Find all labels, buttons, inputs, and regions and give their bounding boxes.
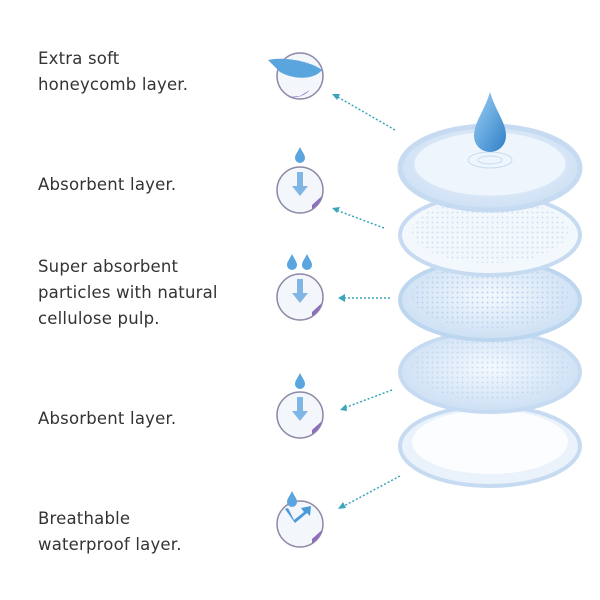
layer-label-absorbent-2: Absorbent layer. [38, 406, 176, 432]
label-line: honeycomb layer. [38, 75, 189, 94]
label-line: Super absorbent [38, 257, 179, 276]
layer-label-waterproof: Breathable waterproof layer. [38, 506, 182, 558]
label-line: cellulose pulp. [38, 309, 160, 328]
pad-absorbent-layer-1 [398, 193, 582, 277]
pad-honeycomb-layer [397, 123, 583, 213]
drop-deflect-icon [276, 491, 324, 548]
label-line: particles with natural [38, 283, 218, 302]
pointer-arrows [335, 95, 401, 508]
label-line: waterproof layer. [38, 535, 182, 554]
drop-arrow-icon [276, 147, 324, 214]
water-drop-icon [474, 92, 506, 152]
label-line: Absorbent layer. [38, 175, 177, 194]
pad-super-absorbent-layer [398, 258, 582, 342]
feather-icon [268, 52, 324, 100]
arrow-5 [341, 475, 401, 508]
label-line: Extra soft [38, 49, 120, 68]
arrow-4 [343, 389, 393, 409]
drop-arrow-icon [276, 373, 324, 439]
label-line: Breathable [38, 509, 131, 528]
layer-label-top: Extra soft honeycomb layer. [38, 46, 188, 98]
double-drop-arrow-icon [276, 254, 324, 321]
arrow-2 [335, 209, 385, 229]
pad-absorbent-layer-2 [398, 330, 582, 414]
layer-label-super-absorbent: Super absorbent particles with natural c… [38, 254, 218, 332]
arrow-1 [335, 95, 396, 131]
label-line: Absorbent layer. [38, 409, 177, 428]
layer-label-absorbent-1: Absorbent layer. [38, 172, 176, 198]
pad-waterproof-layer [398, 404, 582, 488]
